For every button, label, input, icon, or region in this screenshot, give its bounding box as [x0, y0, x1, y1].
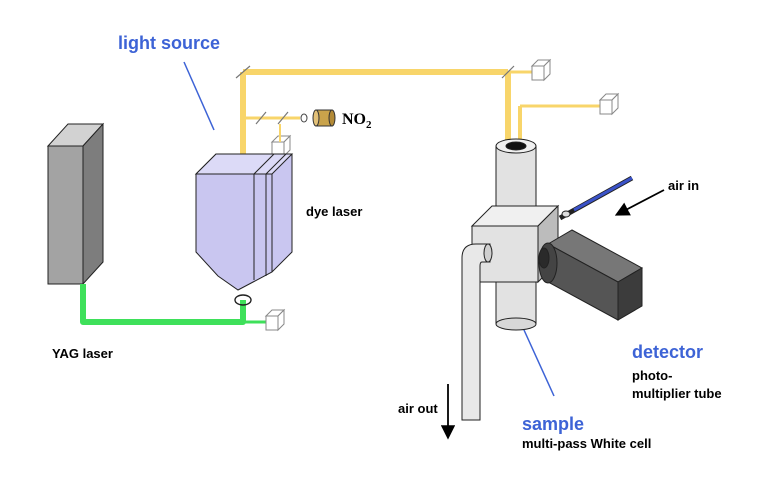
green-beam: [80, 284, 268, 325]
sample-pointer: [523, 329, 555, 397]
detector: [538, 229, 644, 321]
yag-laser: [46, 122, 105, 286]
no2-base: NO: [342, 111, 366, 128]
air-out-label: air out: [398, 401, 438, 416]
air-in-label: air in: [668, 178, 699, 193]
no2-cell: [300, 109, 336, 127]
mirrors: [235, 65, 515, 125]
light-source-label: light source: [118, 33, 220, 53]
light-source-pointer: [183, 61, 215, 131]
no2-label: NO2: [342, 111, 372, 131]
air-in-arrow: [614, 189, 665, 216]
no2-subscript: 2: [366, 119, 372, 131]
detector-subtitle-1: photo-: [632, 368, 672, 383]
dye-laser: [194, 153, 294, 306]
dye-laser-label: dye laser: [306, 204, 362, 219]
yag-laser-label: YAG laser: [52, 346, 113, 361]
beam-dump-top-right: [530, 58, 552, 82]
beam-dump-bottom: [264, 308, 286, 332]
yellow-beam: [240, 69, 600, 160]
sample-subtitle: multi-pass White cell: [522, 436, 651, 451]
beam-dump-right: [598, 92, 620, 116]
detector-subtitle-2: multiplier tube: [632, 386, 722, 401]
sample-label: sample: [522, 414, 584, 434]
detector-label: detector: [632, 342, 703, 362]
